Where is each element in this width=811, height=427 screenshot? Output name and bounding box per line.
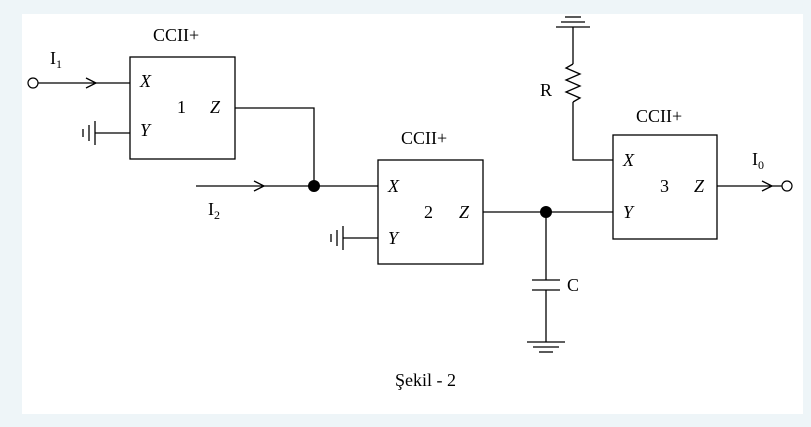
ccii-block-1-number: 1 xyxy=(177,97,186,117)
ccii-block-1-pin-y: Y xyxy=(140,120,152,140)
ccii-block-3-pin-z: Z xyxy=(694,176,705,196)
figure-caption: Şekil - 2 xyxy=(395,370,456,390)
ccii-block-2-number: 2 xyxy=(424,202,433,222)
signal-i1-label: I1 xyxy=(50,48,62,71)
ground-icon xyxy=(82,121,96,145)
ccii-block-1-box xyxy=(129,56,236,160)
ccii-block-2-pin-y: Y xyxy=(388,228,400,248)
ground-icon xyxy=(527,341,565,353)
capacitor-label: C xyxy=(567,275,579,295)
signal-i0-label: I0 xyxy=(752,149,764,172)
wire-resistor-to-block3-x xyxy=(572,102,613,161)
ccii-block-3-box xyxy=(612,134,718,240)
ccii-block-3-number: 3 xyxy=(660,176,669,196)
ccii-block-1-pin-z: Z xyxy=(210,97,221,117)
arrow-i2-icon xyxy=(253,180,266,192)
input-terminal-i1 xyxy=(27,77,39,89)
signal-i2-label: I2 xyxy=(208,199,220,222)
arrow-i0-icon xyxy=(761,180,774,192)
ccii-block-3-pin-y: Y xyxy=(623,202,635,222)
ccii-block-1: CCII+ X Y Z 1 xyxy=(129,25,236,160)
resistor-label: R xyxy=(540,80,552,100)
ccii-block-2-pin-x: X xyxy=(387,176,400,196)
junction-node-1 xyxy=(308,180,320,192)
ccii-block-2-pin-z: Z xyxy=(459,202,470,222)
ccii-block-1-pin-x: X xyxy=(139,71,152,91)
wire-block1-z xyxy=(235,107,315,186)
ground-icon xyxy=(330,226,344,250)
ccii-block-2-title: CCII+ xyxy=(401,128,447,148)
arrow-i1-icon xyxy=(85,77,98,89)
ccii-block-2: CCII+ X Y Z 2 xyxy=(377,128,484,265)
output-terminal-i0 xyxy=(781,180,793,192)
ccii-block-3-pin-x: X xyxy=(622,150,635,170)
ccii-block-3-title: CCII+ xyxy=(636,106,682,126)
resistor-icon xyxy=(564,63,582,103)
ccii-block-2-box xyxy=(377,159,484,265)
ccii-block-3: CCII+ X Y Z 3 xyxy=(612,106,718,240)
ccii-block-1-title: CCII+ xyxy=(153,25,199,45)
